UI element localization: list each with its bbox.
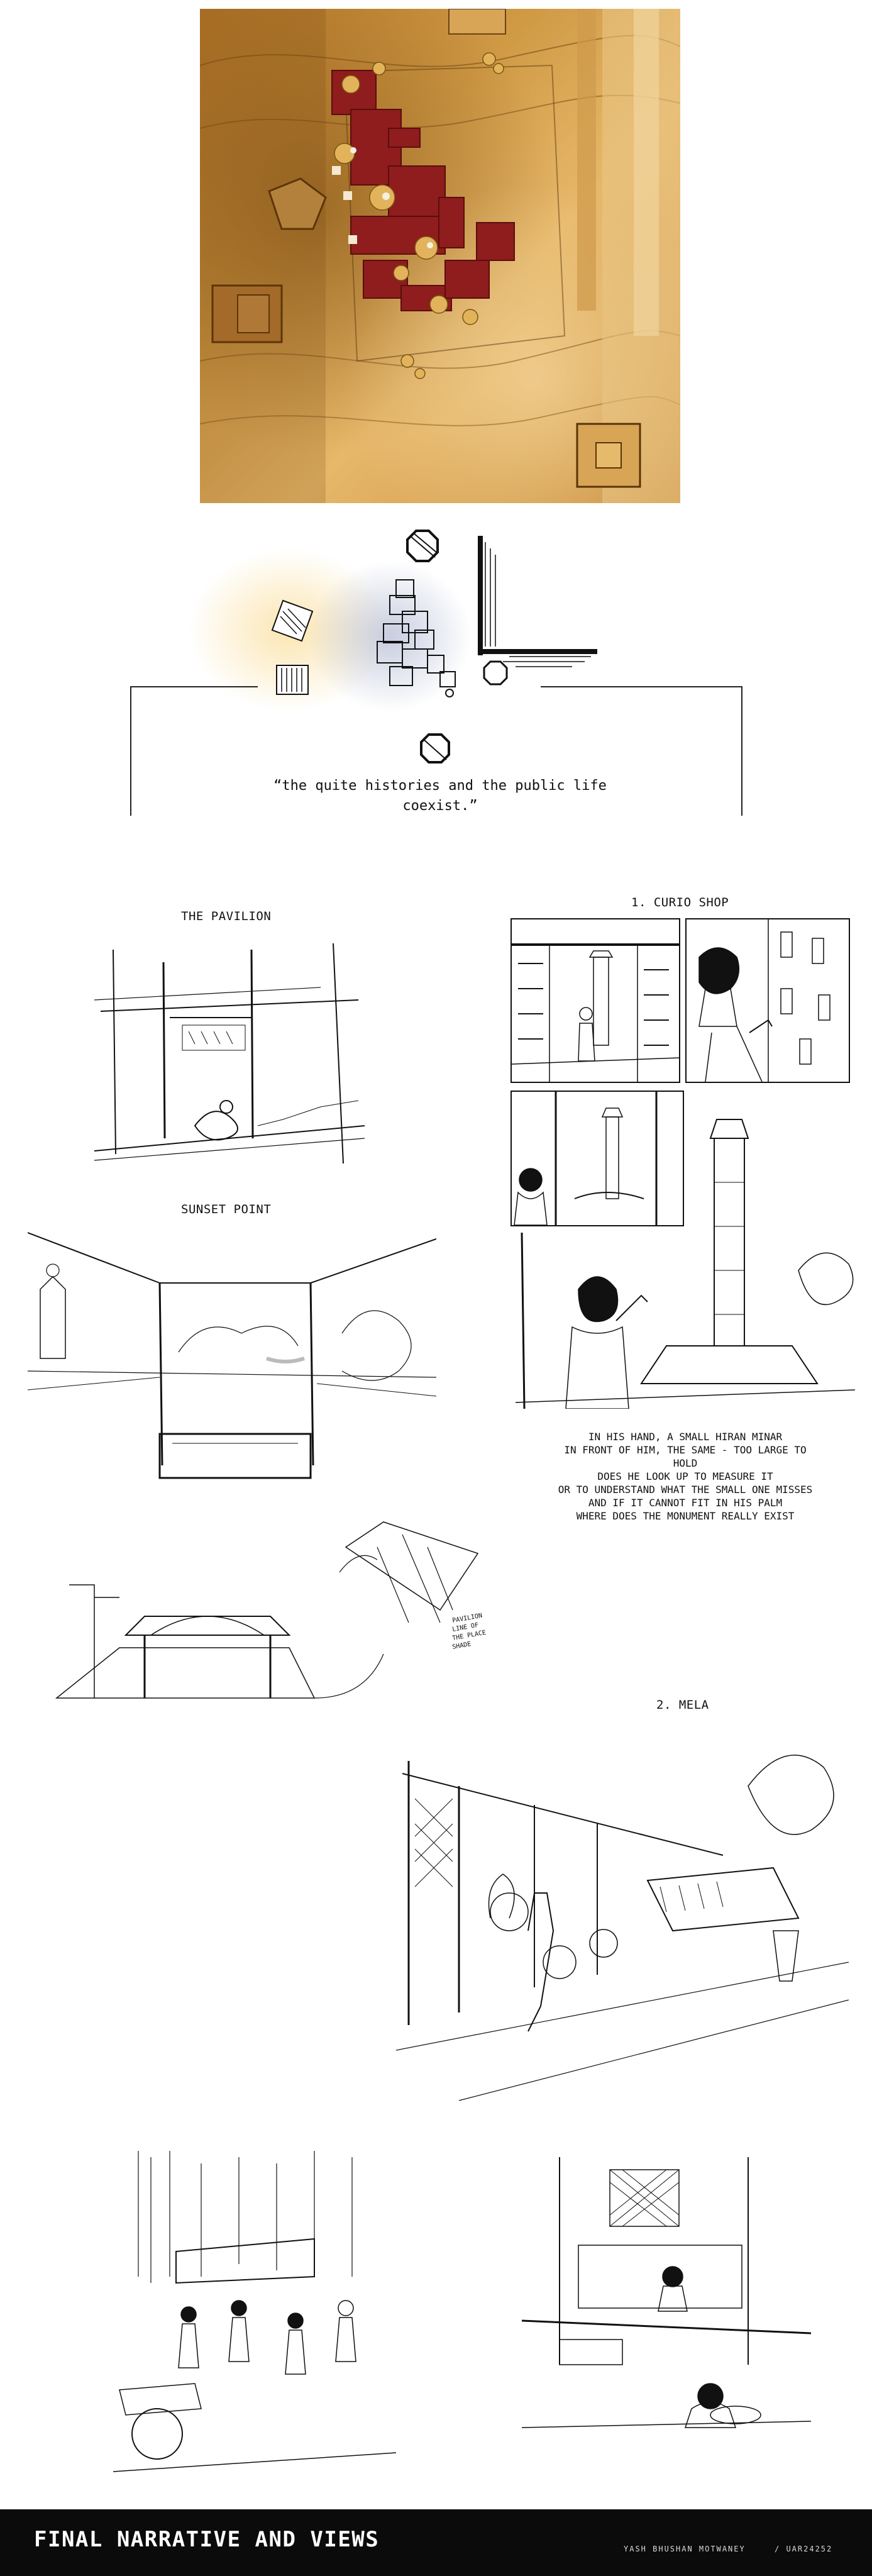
site-model-photo — [200, 9, 680, 503]
mela-sketch — [396, 1723, 849, 2113]
footer-bar — [0, 2509, 872, 2576]
footer-author: YASH BHUSHAN MOTWANEY — [624, 2545, 746, 2553]
heading-mela: 2. MELA — [656, 1698, 709, 1712]
narrative-line-1: IN HIS HAND, A SMALL HIRAN MINAR — [588, 1431, 783, 1443]
narrative-line-3: HOLD — [673, 1457, 698, 1469]
curio-panel-1 — [511, 918, 680, 1083]
pavilion-annotated-sketch: PAVILION LINE OF THE PLACE SHADE — [50, 1509, 541, 1736]
narrative-block: IN HIS HAND, A SMALL HIRAN MINAR IN FRON… — [528, 1430, 842, 1523]
annotation-4: SHADE — [452, 1641, 472, 1651]
curio-panel-2 — [685, 918, 850, 1083]
footer-student-id: / UAR24252 — [775, 2545, 833, 2553]
heading-curio-shop: 1. CURIO SHOP — [631, 896, 729, 909]
sunset-point-sketch — [28, 1226, 436, 1484]
narrative-line-5: OR TO UNDERSTAND WHAT THE SMALL ONE MISS… — [558, 1484, 813, 1496]
site-model-image — [200, 9, 680, 503]
footer-title: FINAL NARRATIVE AND VIEWS — [34, 2527, 380, 2552]
narrative-line-7: WHERE DOES THE MONUMENT REALLY EXIST — [576, 1510, 795, 1522]
heading-sunset-point: SUNSET POINT — [181, 1202, 272, 1216]
narrative-line-4: DOES HE LOOK UP TO MEASURE IT — [597, 1470, 773, 1482]
heading-the-pavilion: THE PAVILION — [181, 909, 272, 923]
annotation-1: PAVILION — [452, 1613, 483, 1624]
narrative-line-2: IN FRONT OF HIM, THE SAME - TOO LARGE TO — [564, 1444, 807, 1456]
concept-diagram-drawing: “the quite histories and the public life… — [130, 530, 742, 816]
quote-line-1: “the quite histories and the public life — [273, 778, 607, 794]
street-sketch-left — [113, 2151, 396, 2478]
curio-panel-4 — [516, 1107, 855, 1409]
curio-panel-3 — [511, 1091, 684, 1226]
shop-sketch-right — [522, 2157, 811, 2434]
narrative-line-6: AND IF IT CANNOT FIT IN HIS PALM — [588, 1497, 783, 1509]
quote-line-2: coexist.” — [402, 798, 477, 814]
pavilion-sketch — [94, 937, 365, 1170]
concept-diagram: “the quite histories and the public life… — [126, 523, 754, 819]
